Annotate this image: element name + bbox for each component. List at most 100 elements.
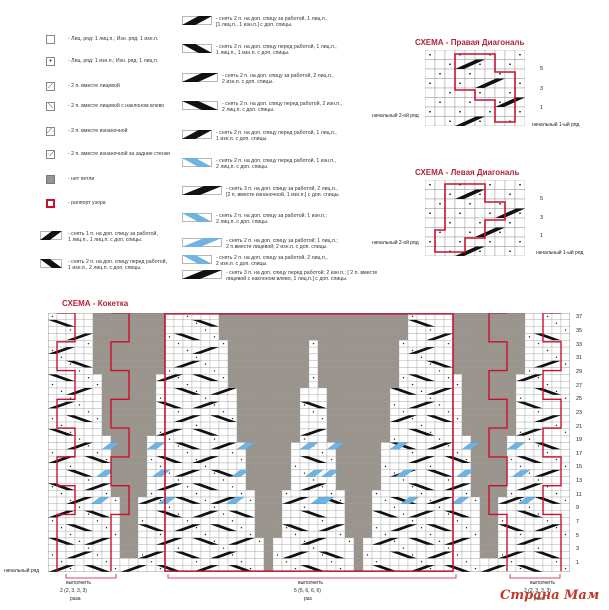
left-repeat-label: выполнить — [66, 580, 91, 586]
legend-item-text: - раппорт узора — [68, 200, 106, 206]
schema-left-title: СХЕМА - Левая Диагональ — [415, 168, 520, 177]
cable-blue-2-icon — [182, 213, 212, 222]
legend-item — [40, 259, 62, 268]
legend-item — [182, 44, 212, 53]
schema-main-row-number: 3 — [576, 546, 580, 553]
schema-main-row-number: 31 — [576, 355, 583, 362]
schema-main-title: СХЕМА - Кокетка — [62, 299, 129, 308]
cable-2-1-front-icon — [40, 259, 62, 268]
legend-item-text: - Лиц. ряд: 1 лиц.п.; Изн. ряд: 1 изн.п. — [68, 36, 159, 42]
cable-blue-3-icon — [182, 238, 222, 247]
legend-item — [182, 255, 212, 264]
schema-main-row-number: 17 — [576, 450, 583, 457]
legend-item — [182, 186, 222, 195]
legend-item — [182, 130, 212, 139]
center-repeat-unit: раз — [304, 596, 312, 602]
schema-left-chart — [425, 180, 525, 256]
cable-1-1-back-icon — [40, 231, 62, 240]
schema-main-row-number: 1 — [576, 559, 580, 566]
schema-right-chart — [425, 50, 525, 126]
schema-right-row-3: 3 — [540, 86, 544, 92]
legend-item-text: - снять 2 п. на доп. спицу перед работой… — [216, 44, 337, 57]
schema-main-row-number: 5 — [576, 532, 580, 539]
legend-item-text: - снять 2 п. на доп. спицу за работой, 2… — [222, 73, 334, 86]
center-repeat-counts: 5 (5, 6, 6, 6) — [294, 588, 321, 594]
schema-main-row-number: 9 — [576, 505, 580, 512]
blank-cell-icon — [46, 35, 55, 44]
legend-item — [46, 199, 55, 208]
legend-item — [46, 175, 55, 184]
legend-item — [182, 270, 222, 279]
legend-item-text: - снять 2 п. на доп. спицу за работой, 2… — [216, 255, 328, 268]
legend-item-text: - Лиц. ряд: 1 изн.п.; Изн. ряд: 1 лиц.п. — [68, 58, 159, 64]
cable-2-1-back-icon — [182, 16, 212, 25]
legend-item: ⟍ — [46, 102, 55, 111]
legend-item — [182, 101, 218, 110]
legend-item-text: - снять 2 п. на доп. спицу за работой, 1… — [216, 16, 328, 29]
legend-item-text: - 2 п. вместе изнаночной — [68, 128, 128, 134]
schema-main-row-number: 35 — [576, 328, 583, 334]
center-repeat-label: выполнить — [298, 580, 323, 586]
legend-item-text: - снять 2 п. на доп. спицу за работой; 1… — [226, 238, 338, 251]
legend-item: ⟋ — [46, 82, 55, 91]
schema-right-row-5: 5 — [540, 66, 544, 72]
legend-item-text: - нет петли — [68, 176, 95, 182]
p2tog-icon: ⟋· — [46, 127, 55, 136]
legend-item-text: - снять 2 п. на доп. спицу перед работой… — [222, 101, 342, 114]
schema-main-row-number: 27 — [576, 382, 583, 389]
legend-item — [182, 238, 222, 247]
schema-left-row-1: 1 — [540, 233, 544, 239]
legend-item: • — [46, 57, 55, 66]
schema-left-start-even: начальный 2-ой ряд — [372, 240, 419, 246]
cable-2-1-front-b-icon — [182, 44, 212, 53]
legend-item-text: - 2 п. вместе изнаночной за задние стенк… — [68, 151, 170, 157]
schema-main-row-number: 37 — [576, 314, 583, 321]
schema-main-row-number: 23 — [576, 409, 583, 416]
legend-item-text: - снять 2 п. на доп. спицу за работой; 1… — [216, 213, 327, 226]
cable-3-2-icon — [182, 270, 222, 279]
cable-2-2-front-icon — [182, 101, 218, 110]
cable-blue-1-icon — [182, 158, 212, 167]
schema-main-row-number: 21 — [576, 423, 583, 430]
cable-3-1-icon — [182, 186, 222, 195]
right-repeat-unit: раза — [534, 596, 545, 602]
repeat-icon — [46, 199, 55, 208]
cable-2-2-back-icon — [182, 73, 218, 82]
right-repeat-counts: 2 (2, 3, 3, 3) — [524, 588, 551, 594]
left-repeat-unit: раза — [70, 596, 81, 602]
cable-blue-4-icon — [182, 255, 212, 264]
legend-item-text: - снять 3 п. на доп. спицу перед работой… — [226, 270, 378, 283]
legend-item-text: - 2 п. вместе лицевой — [68, 83, 120, 89]
legend-item — [46, 35, 55, 44]
repeat-brackets — [65, 574, 561, 579]
schema-right-start-even: начальный 2-ой ряд — [372, 113, 419, 119]
legend-item: ⟋· — [46, 127, 55, 136]
schema-right-title: СХЕМА - Правая Диагональ — [415, 38, 525, 47]
schema-main-row-number: 33 — [576, 341, 583, 348]
schema-main-row-number: 11 — [576, 491, 582, 498]
left-repeat-counts: 2 (2, 3, 3, 3) — [60, 588, 87, 594]
k2tog-icon: ⟋ — [46, 82, 55, 91]
legend-item — [182, 158, 212, 167]
schema-main-chart — [48, 313, 570, 572]
schema-left-start-odd: начальный 1-ый ряд — [536, 250, 584, 256]
cable-2-1-dec-icon — [182, 130, 212, 139]
ssk-icon: ⟍ — [46, 102, 55, 111]
legend-item: ·⟋ — [46, 150, 55, 159]
dot-cell-icon: • — [46, 57, 55, 66]
legend-item-text: - 2 п. вместе лицевой с наклоном влево — [68, 103, 165, 109]
legend-item-text: - снять 2 п. на доп. спицу перед работой… — [68, 259, 167, 272]
legend-item-text: - снять 3 п. на доп. спицу за работой, 2… — [226, 186, 340, 199]
schema-right-start-odd: начальный 1-ый ряд — [532, 122, 580, 128]
schema-right-row-1: 1 — [540, 105, 544, 111]
watermark: Страна Мам — [500, 588, 600, 603]
legend-item-text: - снять 2 п. на доп. спицу перед работой… — [216, 158, 336, 171]
schema-main-row-number: 29 — [576, 368, 583, 375]
schema-left-row-3: 3 — [540, 215, 544, 221]
schema-left-row-5: 5 — [540, 196, 544, 202]
legend-item — [182, 16, 212, 25]
p2tog-tbl-icon: ·⟋ — [46, 150, 55, 159]
schema-main-row-number: 25 — [576, 396, 583, 403]
schema-main-start-row: начальный ряд — [4, 568, 40, 574]
schema-main-row-number: 15 — [576, 464, 583, 471]
